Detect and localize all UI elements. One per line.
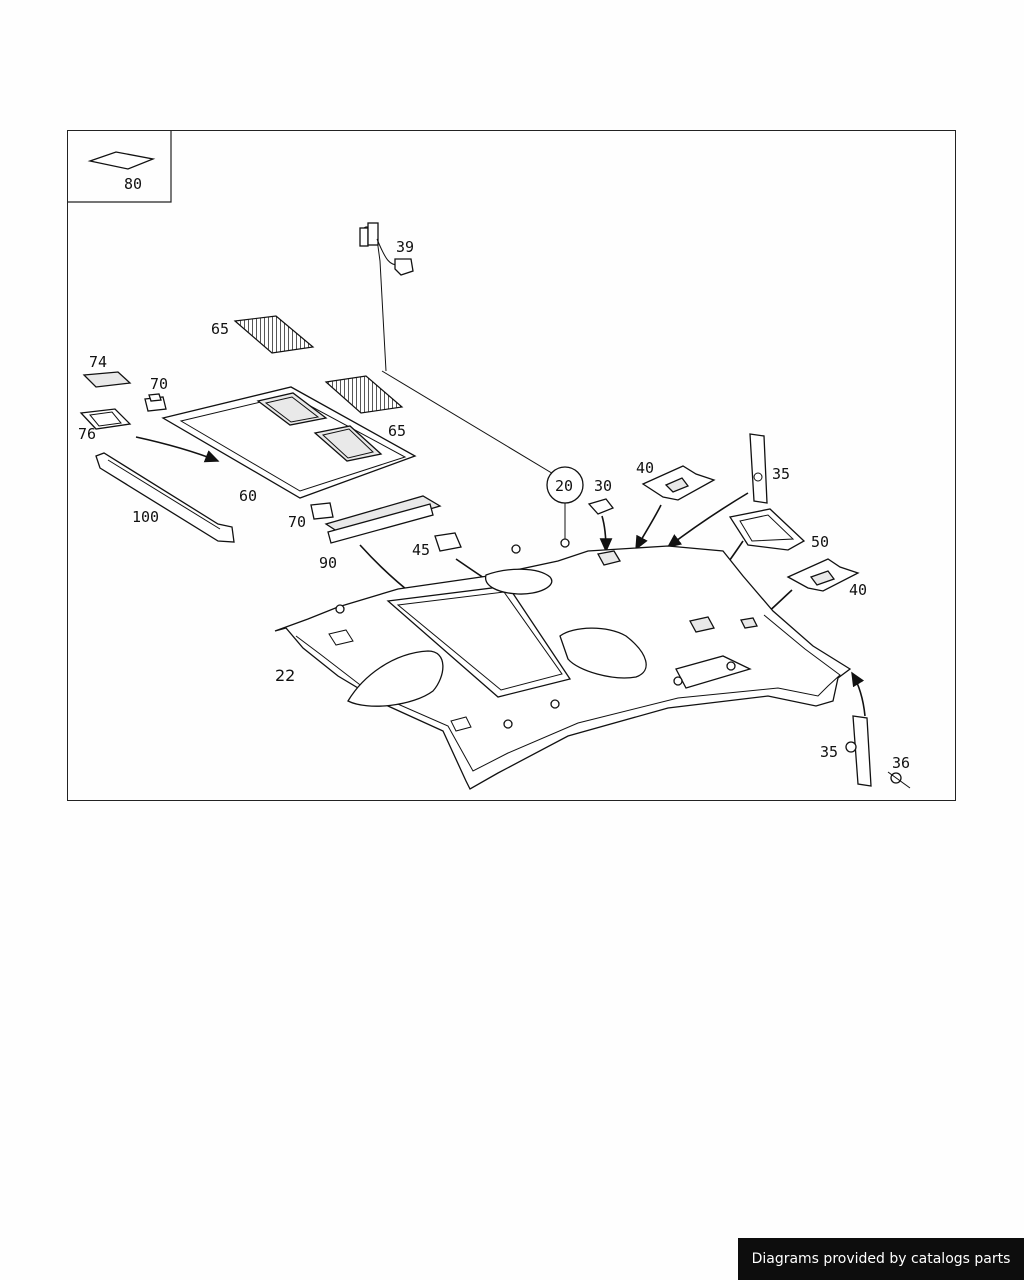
label-40-upper: 40 [636, 459, 654, 477]
wiring-harness-39: 39 [359, 222, 566, 482]
parts-diagram-frame: 80 39 65 65 74 [67, 130, 956, 801]
leader-line-20 [381, 370, 566, 482]
screw-36: 36 [887, 754, 911, 789]
credit-banner: Diagrams provided by catalogs parts [738, 1238, 1024, 1280]
lamp-50: 50 [728, 508, 829, 551]
label-20: 20 [555, 477, 573, 495]
rail-100: 100 [95, 452, 235, 543]
cover-74: 74 [82, 353, 132, 388]
bracket-35-lower: 35 [820, 715, 872, 787]
filter-65-upper: 65 [211, 315, 315, 354]
inset-box-80: 80 [68, 131, 172, 203]
label-22: 22 [275, 666, 295, 685]
pad-80-shape [87, 151, 156, 170]
label-70-lower: 70 [288, 513, 306, 531]
label-50: 50 [811, 533, 829, 551]
arrow-76-to-60 [135, 436, 220, 463]
label-39: 39 [396, 238, 414, 256]
label-74: 74 [89, 353, 107, 371]
headliner-22: 22 [274, 538, 852, 790]
block-45: 45 [412, 532, 462, 559]
label-65-lower: 65 [388, 422, 406, 440]
label-45: 45 [412, 541, 430, 559]
label-65-upper: 65 [211, 320, 229, 338]
label-30-upper: 30 [594, 477, 612, 495]
label-60: 60 [239, 487, 257, 505]
headliner-exploded-diagram: 80 39 65 65 74 [68, 131, 911, 790]
bracket-40-upper: 40 [636, 459, 716, 501]
bracket-35-upper: 35 [749, 433, 790, 504]
clip-70-lower: 70 [288, 502, 334, 531]
label-70-upper: 70 [150, 375, 168, 393]
arrow-30-upper [599, 515, 613, 553]
callout-20: 20 [546, 466, 584, 543]
light-bar-90: 90 [319, 495, 442, 572]
label-76: 76 [78, 425, 96, 443]
clip-30-upper: 30 [587, 477, 615, 515]
label-40-lower: 40 [849, 581, 867, 599]
filter-65-lower: 65 [324, 375, 406, 440]
arrow-40-upper [635, 504, 662, 551]
bracket-40-lower: 40 [786, 558, 867, 599]
bezel-76: 76 [78, 408, 132, 443]
label-35-upper: 35 [772, 465, 790, 483]
label-90: 90 [319, 554, 337, 572]
panel-60: 60 [161, 386, 417, 505]
label-100: 100 [132, 508, 159, 526]
label-36: 36 [892, 754, 910, 772]
label-35-lower: 35 [820, 743, 838, 761]
label-80: 80 [124, 175, 142, 193]
arrow-35-upper [666, 492, 749, 548]
clip-70-upper: 70 [144, 375, 168, 412]
arrow-35-lower [851, 671, 866, 717]
